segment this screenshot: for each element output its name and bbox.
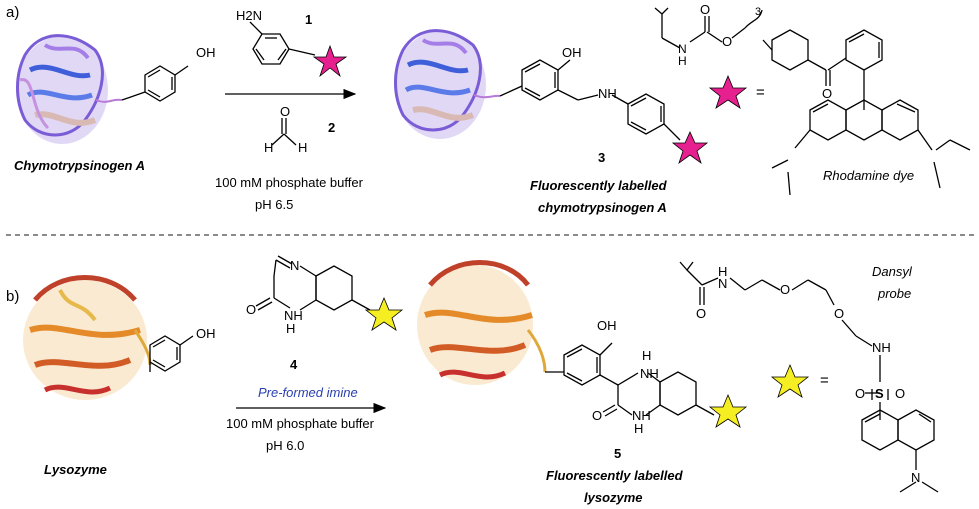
dansyl-label-line2: probe [878, 286, 912, 301]
product-5-oh: OH [597, 318, 617, 333]
lysozyme-structure [23, 275, 152, 400]
reagent-1-number: 1 [305, 12, 313, 27]
amide-o: O [822, 86, 833, 101]
dansyl-nh-n: N [718, 276, 728, 291]
oh-label: OH [196, 45, 216, 60]
chymotrypsinogen-product-structure [394, 29, 501, 139]
formaldehyde-h-right: H [298, 140, 308, 155]
rhodamine-label: Rhodamine dye [823, 168, 915, 183]
ester-o: O [722, 34, 733, 49]
lysozyme-product-structure [417, 260, 547, 385]
aniline-reagent [249, 21, 316, 65]
imine-reagent-4 [255, 255, 371, 311]
amine-label: H2N [236, 8, 263, 23]
formaldehyde-o: O [280, 104, 291, 119]
product-5-nh-top: NH [640, 366, 659, 381]
chymotrypsinogen-structure [16, 34, 123, 144]
tyrosine-phenol-b [149, 335, 194, 372]
panel-b-label: b) [6, 288, 20, 305]
star-icon [312, 44, 348, 78]
product-3-nh: NH [598, 86, 617, 101]
dansyl-sulfonamide-nh: NH [872, 340, 891, 355]
reagent-4-nh: NH [284, 308, 303, 323]
conditions-b-line2: pH 6.0 [266, 438, 305, 453]
reagent-4-o: O [246, 302, 257, 317]
dimethylamino-n: N [911, 470, 921, 485]
product-5-name-line1: Fluorescently labelled [546, 468, 683, 483]
star-icon [708, 74, 748, 109]
product-3-structure [499, 59, 681, 141]
product-5-h-bottom: H [634, 421, 644, 436]
product-3-oh: OH [562, 45, 582, 60]
preformed-imine-label: Pre-formed imine [258, 385, 358, 400]
product-5-h-top: H [642, 348, 652, 363]
product-5-name-line2: lysozyme [584, 490, 643, 505]
equals-b: = [820, 372, 829, 389]
carbamate-h: H [678, 54, 687, 68]
lysozyme-label: Lysozyme [44, 462, 107, 477]
equals-a: = [756, 84, 765, 101]
dansyl-label-line1: Dansyl [872, 264, 912, 279]
lysozyme-oh-label: OH [196, 326, 216, 341]
star-icon [364, 296, 404, 331]
reagent-4-number: 4 [290, 357, 298, 372]
carbamate-n: N [678, 42, 687, 56]
sulfonyl-o-right: O [895, 386, 906, 401]
sulfur-label: S [875, 386, 884, 401]
dansyl-structure [679, 261, 939, 493]
star-icon [671, 131, 709, 165]
dansyl-ether-o2: O [834, 306, 845, 321]
dansyl-amide-o: O [696, 306, 707, 321]
chain-subscript: 3 [755, 6, 762, 18]
product-3-name-line1: Fluorescently labelled [530, 178, 667, 193]
product-5-structure [545, 342, 715, 417]
star-icon [770, 363, 810, 398]
chymotrypsinogen-label: Chymotrypsinogen A [14, 158, 145, 173]
reagent-2-number: 2 [328, 120, 336, 135]
conditions-b-line1: 100 mM phosphate buffer [226, 416, 374, 431]
conditions-a-line2: pH 6.5 [255, 197, 294, 212]
product-5-nh-bottom: NH [632, 408, 651, 423]
star-icon [708, 393, 748, 428]
reagent-4-n: N [290, 258, 300, 273]
product-3-name-line2: chymotrypsinogen A [538, 200, 667, 215]
product-3-number: 3 [598, 150, 606, 165]
rhodamine-structure [654, 7, 971, 196]
tyrosine-phenol-a [121, 65, 189, 102]
dansyl-nh-h: H [718, 264, 728, 279]
reagent-4-h: H [286, 321, 296, 336]
formaldehyde-reagent [271, 118, 297, 146]
panel-a-label: a) [6, 4, 20, 21]
formaldehyde-h-left: H [264, 140, 274, 155]
sulfonyl-o-left: O [855, 386, 866, 401]
dansyl-ether-o1: O [780, 282, 791, 297]
carbamate-o: O [700, 2, 711, 17]
product-5-o: O [592, 408, 603, 423]
product-5-number: 5 [614, 446, 622, 461]
conditions-a-line1: 100 mM phosphate buffer [215, 175, 363, 190]
